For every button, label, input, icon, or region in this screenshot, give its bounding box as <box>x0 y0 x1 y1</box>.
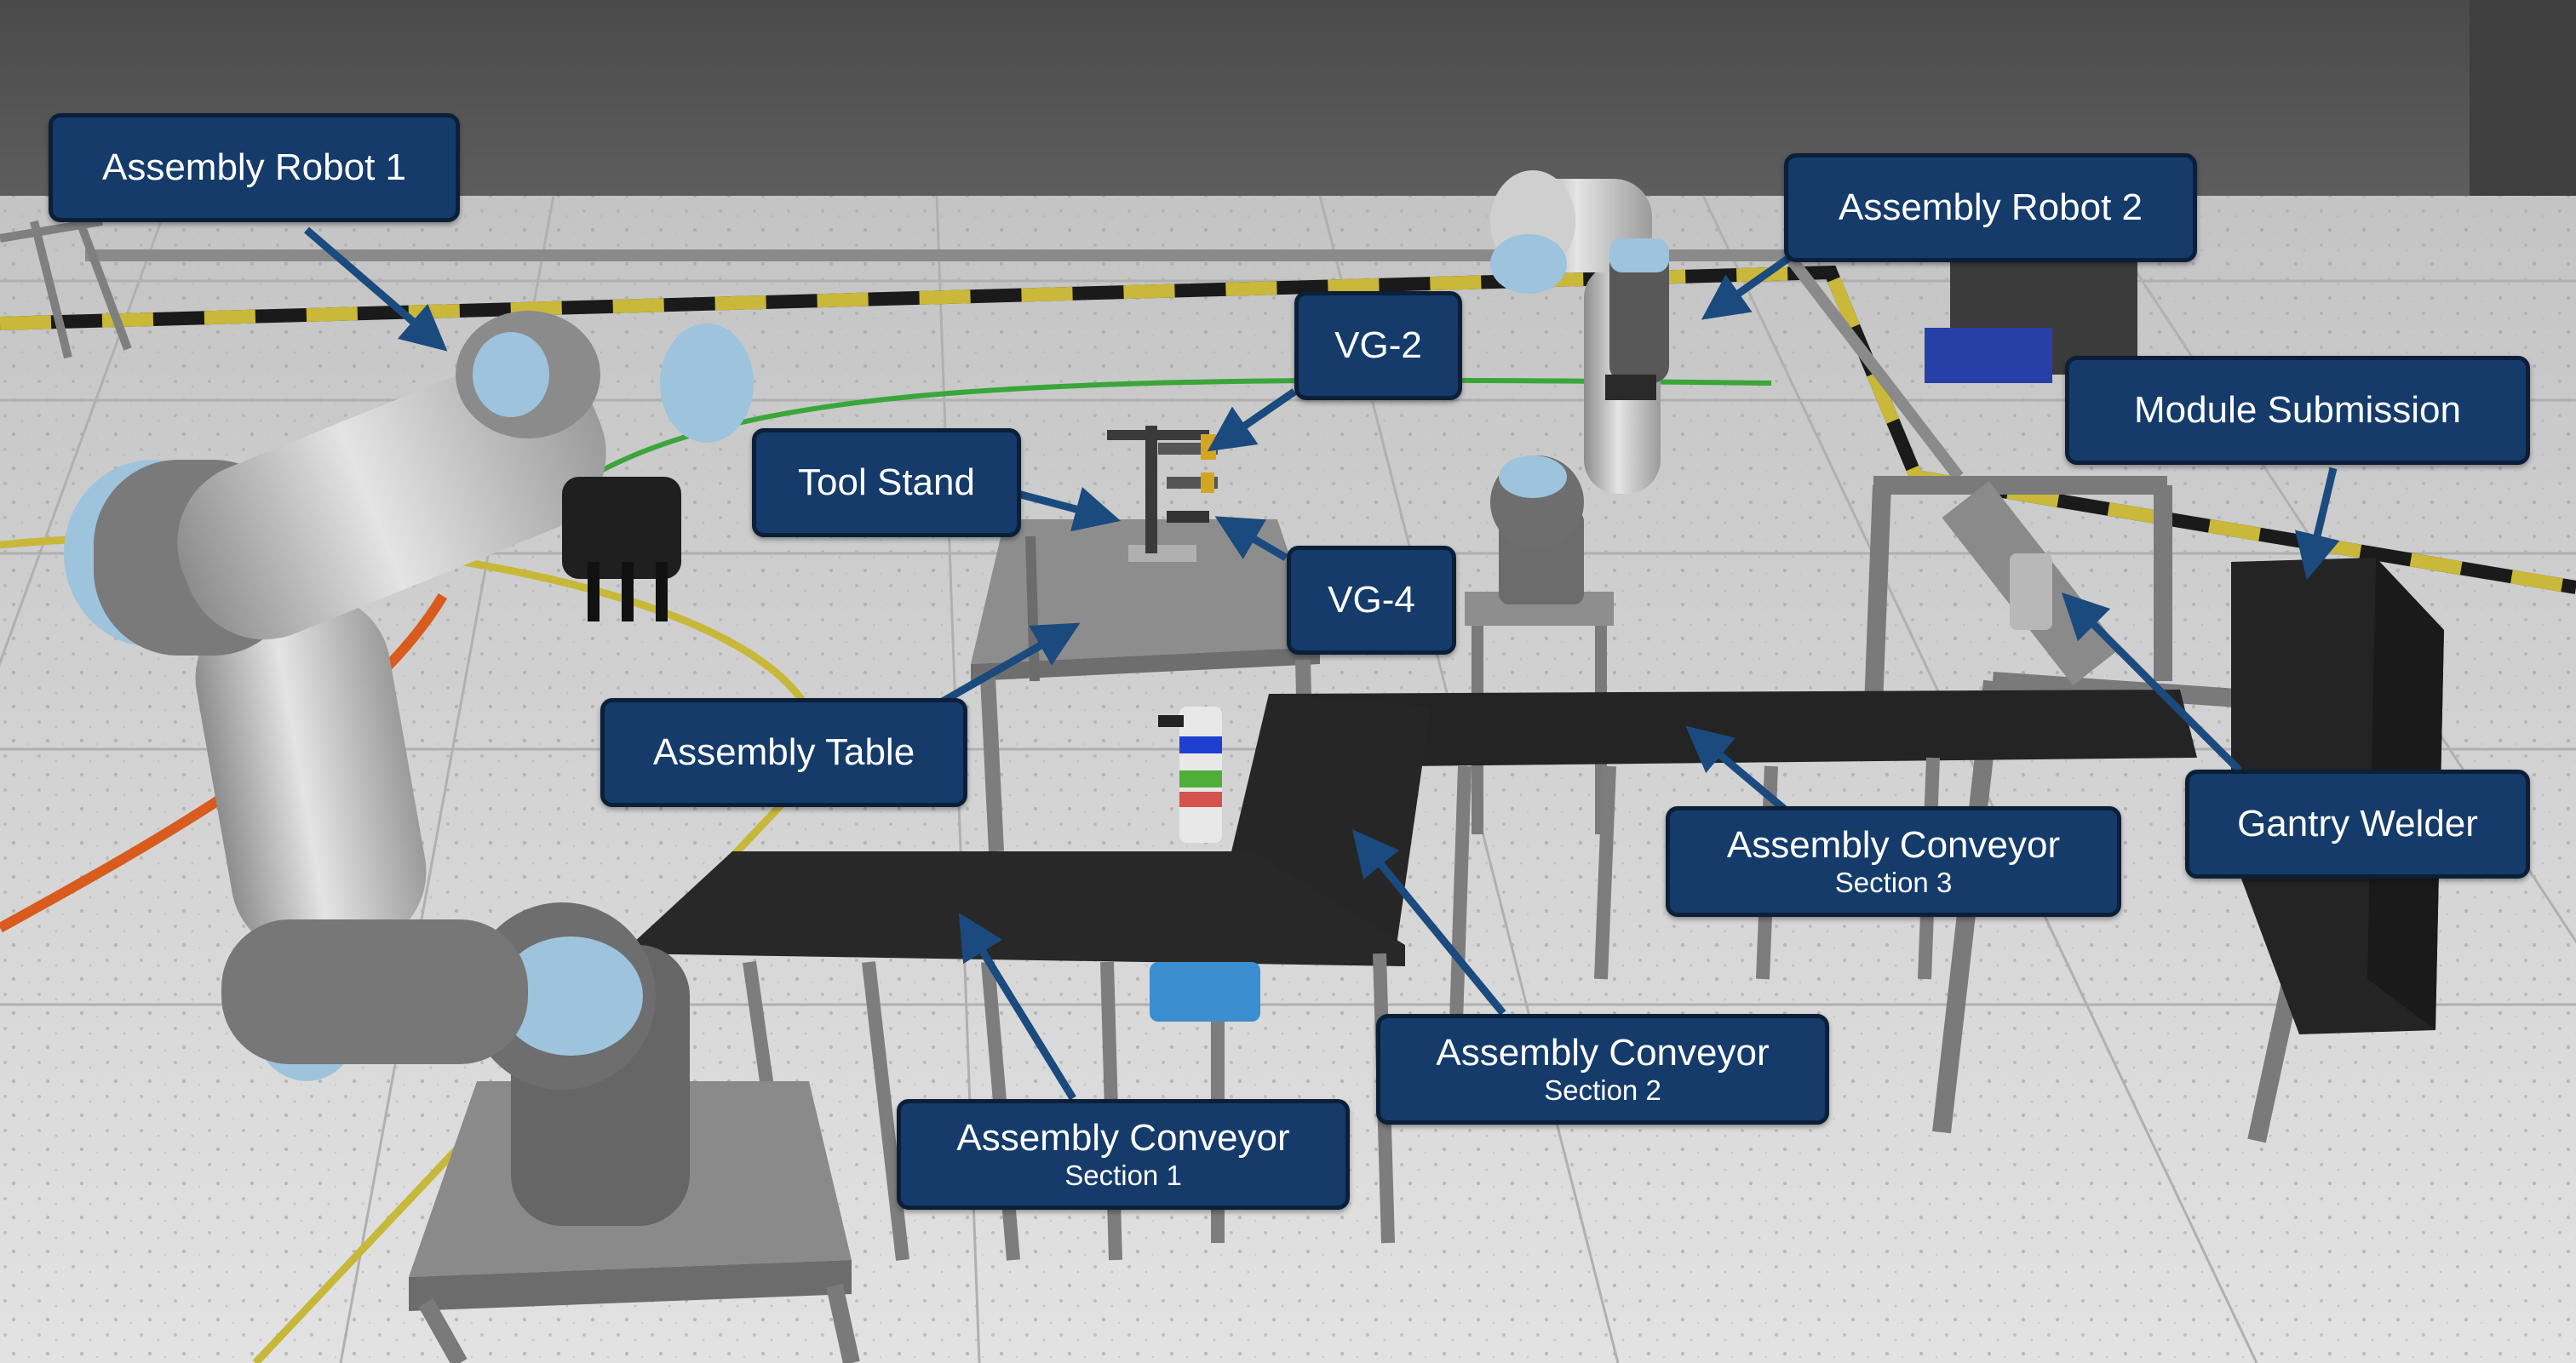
label-tool-stand: Tool Stand <box>752 428 1021 537</box>
label-assembly-robot-2: Assembly Robot 2 <box>1784 153 2197 262</box>
label-title: Assembly Conveyor <box>1726 824 2061 866</box>
label-section: Section 3 <box>1834 867 1953 898</box>
label-module-submission: Module Submission <box>2065 356 2530 465</box>
label-title: Assembly Conveyor <box>956 1117 1290 1159</box>
stack-light <box>1158 707 1222 843</box>
left-rack <box>0 211 132 359</box>
label-text: Gantry Welder <box>2237 803 2478 845</box>
callout-arrows <box>304 226 2340 1101</box>
label-gantry-welder: Gantry Welder <box>2185 770 2530 879</box>
label-text: VG-4 <box>1328 579 1415 621</box>
label-text: Assembly Robot 2 <box>1838 186 2143 228</box>
label-text: Assembly Robot 1 <box>101 146 407 188</box>
label-vg-2: VG-2 <box>1294 291 1462 400</box>
label-assembly-conveyor-section-3: Assembly Conveyor Section 3 <box>1666 806 2121 917</box>
label-section: Section 1 <box>1064 1160 1182 1191</box>
welder-head <box>2010 553 2052 630</box>
assembly-robot-2 <box>1490 170 1669 604</box>
label-text: Assembly Table <box>652 731 915 773</box>
label-assembly-table: Assembly Table <box>600 698 967 807</box>
label-title: Assembly Conveyor <box>1436 1032 1770 1074</box>
label-assembly-conveyor-section-1: Assembly Conveyor Section 1 <box>897 1099 1350 1210</box>
label-text: Tool Stand <box>798 461 975 503</box>
label-text: Module Submission <box>2134 389 2461 431</box>
label-section: Section 2 <box>1544 1074 1661 1106</box>
label-assembly-robot-1: Assembly Robot 1 <box>49 113 460 222</box>
assembly-robot-1 <box>64 311 754 1226</box>
label-text: VG-2 <box>1334 324 1422 366</box>
label-assembly-conveyor-section-2: Assembly Conveyor Section 2 <box>1376 1014 1829 1125</box>
label-vg-4: VG-4 <box>1287 546 1456 655</box>
